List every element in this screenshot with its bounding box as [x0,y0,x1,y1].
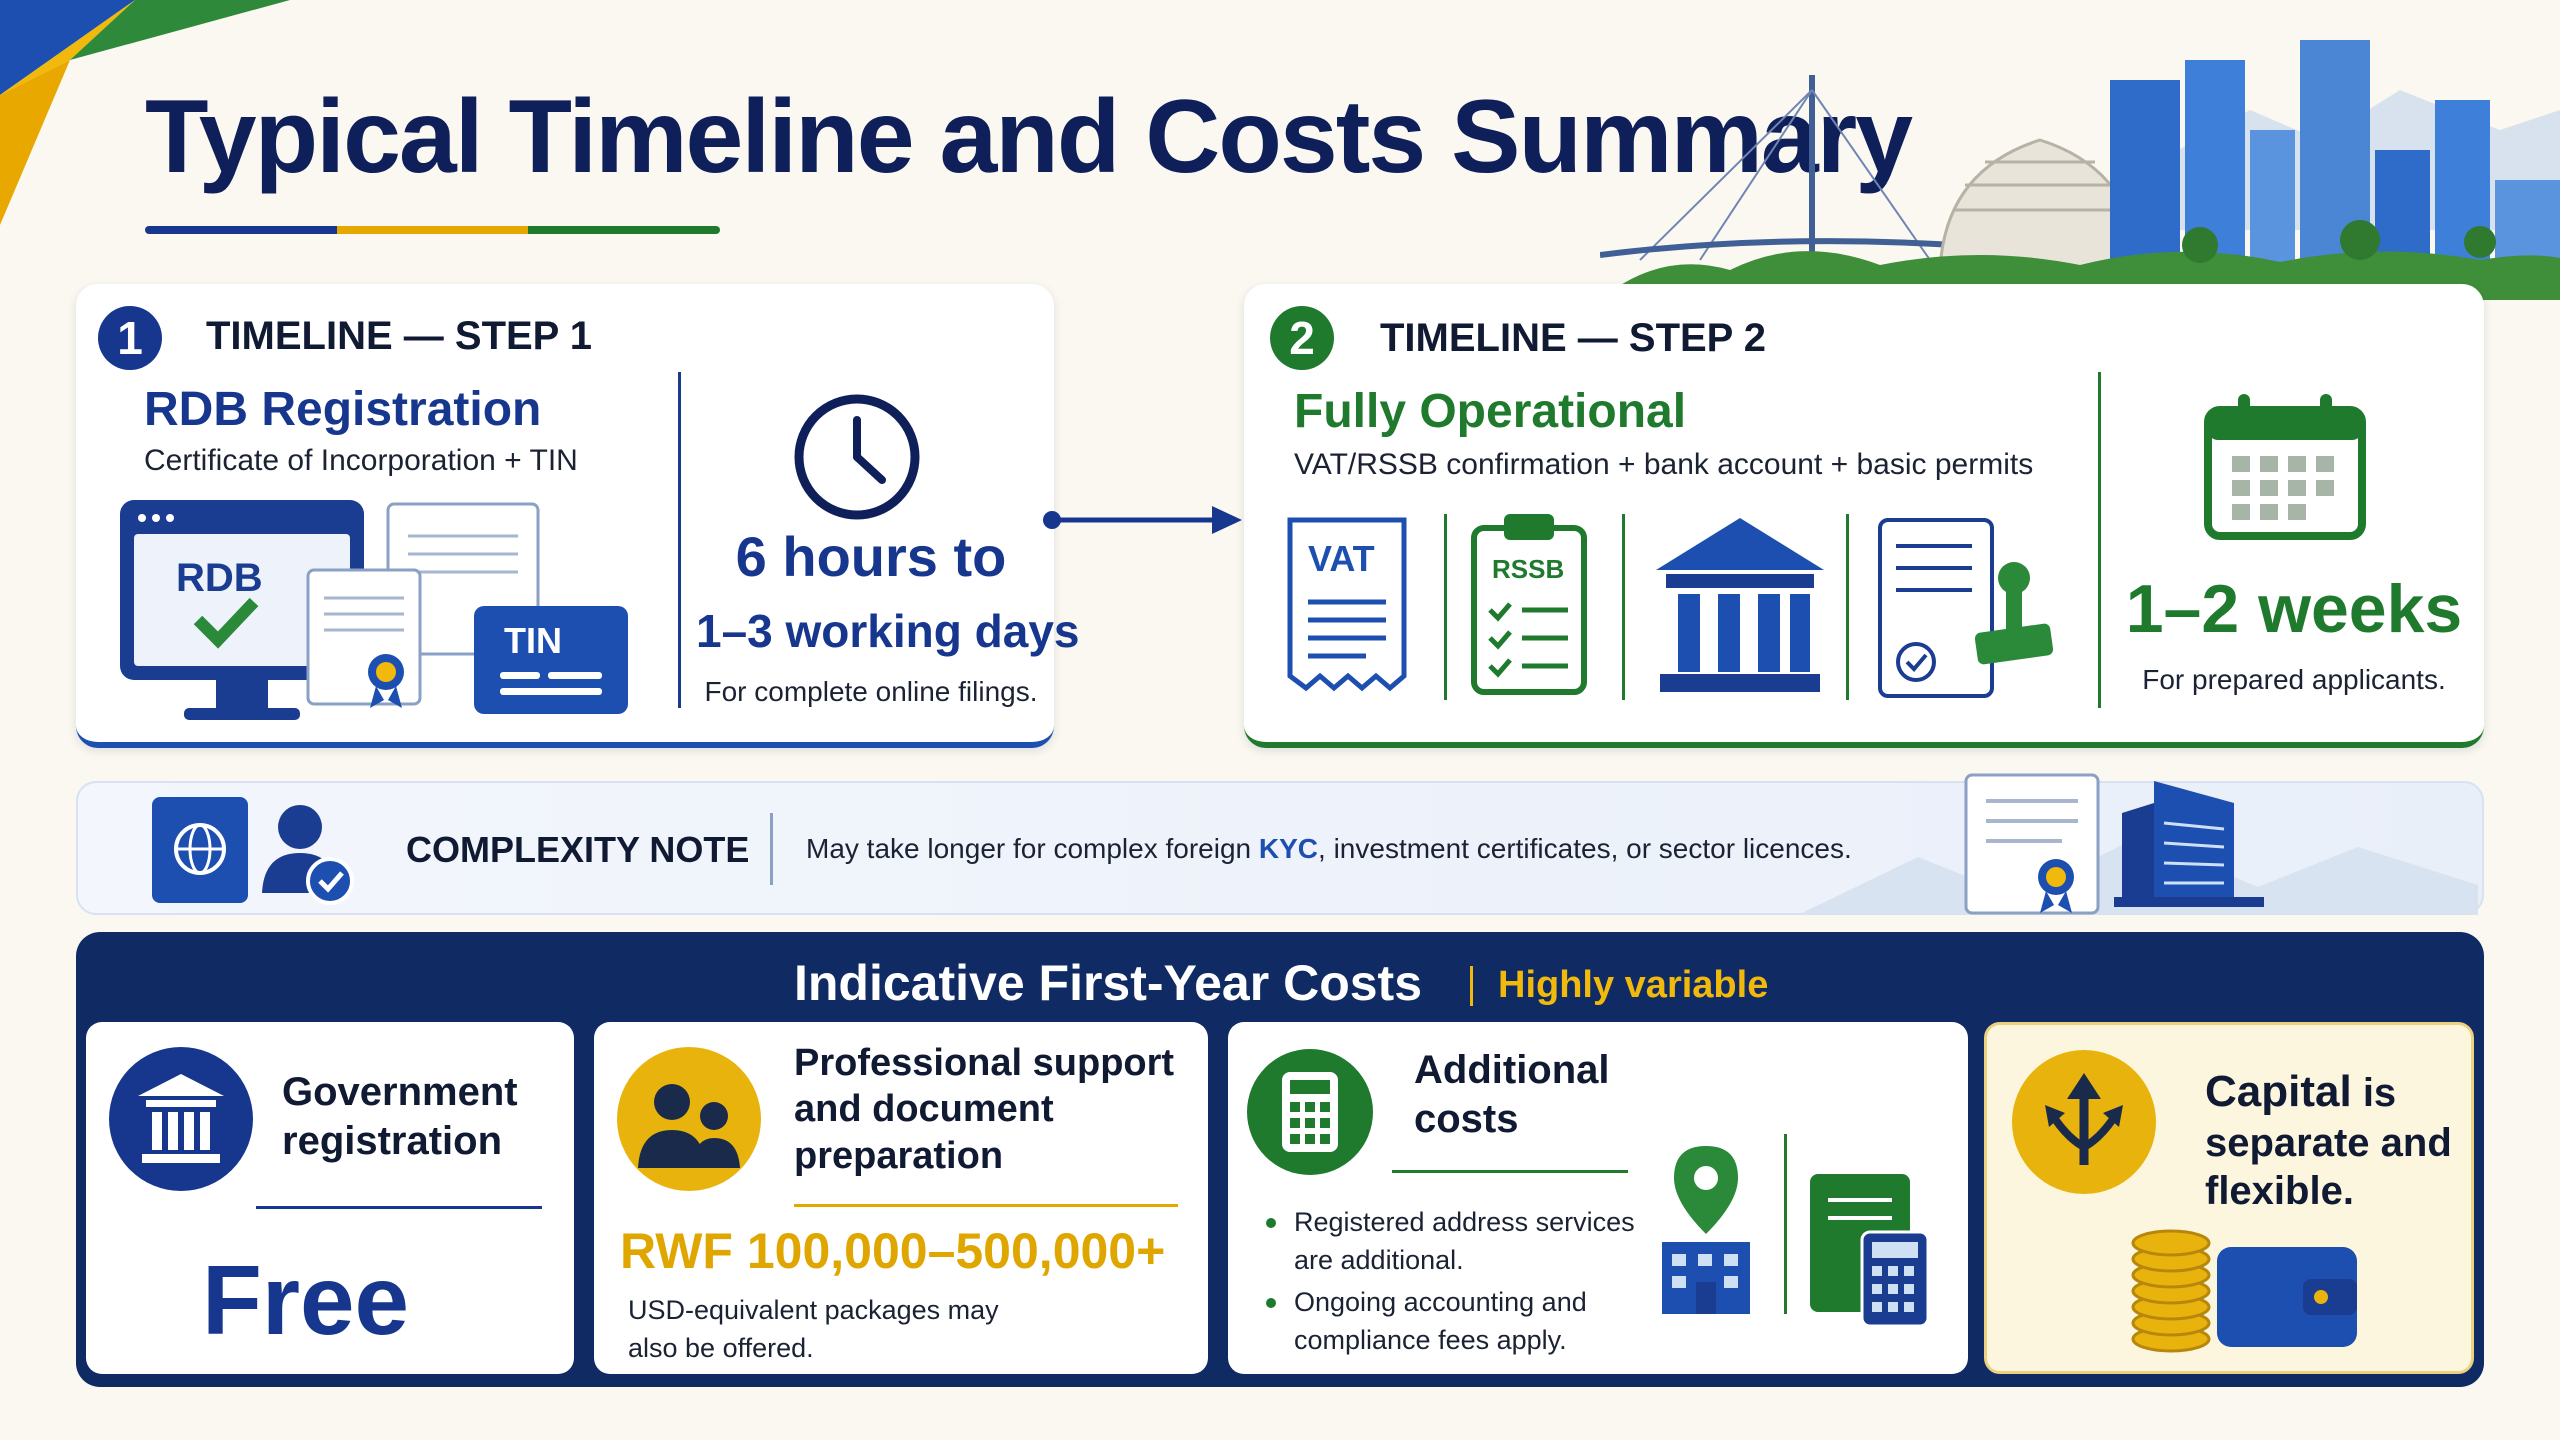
step2-icon-divider-2 [1622,514,1625,700]
calculator-icon [1247,1049,1373,1175]
complexity-divider [770,813,773,885]
calendar-icon [2204,394,2366,540]
step1-duration-line2: 1–3 working days [696,605,1080,657]
additional-costs-card: Additional costs Registered address serv… [1228,1022,1968,1374]
monitor-icon: RDB [118,498,366,738]
government-registration-card: Government registration Free [86,1022,574,1374]
passport-icon [152,797,248,903]
capital-card: Capital is separate and flexible. [1984,1022,2474,1374]
step1-divider [678,372,681,708]
step2-subtitle: VAT/RSSB confirmation + bank account + b… [1294,448,2034,481]
page-title: Typical Timeline and Costs Summary [145,79,1913,195]
additional-bullet-accounting: Ongoing accounting and compliance fees a… [1266,1284,1587,1360]
tin-card-text: TIN [504,620,562,661]
clock-icon [794,394,920,520]
corner-decoration [0,0,290,225]
step2-note: For prepared applicants. [2142,664,2446,695]
professional-heading: Professional support and document prepar… [794,1042,1175,1177]
government-building-icon [109,1047,253,1191]
government-heading: Government registration [282,1070,518,1163]
professional-support-card: Professional support and document prepar… [594,1022,1208,1374]
capital-heading: Capital is separate and flexible. [2205,1067,2452,1214]
permit-stamp-icon [1878,518,2054,698]
step2-icon-divider-1 [1444,514,1447,700]
coins-wallet-icon [2131,1229,2357,1353]
step2-label: TIMELINE — STEP 2 [1380,316,1766,360]
costs-title-divider [1470,966,1473,1006]
complexity-label: COMPLEXITY NOTE [406,829,750,870]
kyc-highlight: KYC [1258,833,1319,864]
kigali-skyline-illustration [1600,40,2560,300]
additional-divider [1392,1170,1628,1173]
professional-note: USD-equivalent packages may also be offe… [628,1295,999,1363]
step1-number-badge: 1 [98,306,162,370]
step2-icon-divider-3 [1846,514,1849,700]
government-cost-value: Free [202,1245,410,1355]
office-building-icon [2114,781,2264,907]
licence-certificate-icon [1964,773,2100,915]
vat-text: VAT [1308,538,1375,579]
rssb-text: RSSB [1492,554,1565,584]
professionals-icon [617,1047,761,1191]
complexity-note-banner: COMPLEXITY NOTE May take longer for comp… [76,773,2484,915]
step1-note: For complete online filings. [704,676,1038,707]
additional-heading: Additional costs [1414,1048,1610,1141]
step2-title: Fully Operational [1294,385,1687,438]
timeline-step2-card: 2 TIMELINE — STEP 2 Fully Operational VA… [1244,284,2484,748]
professional-cost-value: RWF 100,000–500,000+ [620,1223,1166,1279]
government-divider [256,1206,542,1209]
monitor-screen-text: RDB [176,556,263,600]
costs-title: Indicative First-Year Costs [794,955,1423,1011]
tin-card-icon: TIN [474,606,628,714]
professional-divider [794,1204,1178,1207]
step1-label: TIMELINE — STEP 1 [206,314,592,358]
title-underline [145,226,720,234]
additional-icon-divider [1784,1134,1787,1314]
step2-number-badge: 2 [1270,306,1334,370]
costs-variability-note: Highly variable [1498,964,1769,1006]
location-building-icon [1662,1146,1750,1314]
step1-title: RDB Registration [144,383,542,436]
complexity-text: May take longer for complex foreign KYC,… [806,833,1852,864]
step1-duration-line1: 6 hours to [735,525,1007,588]
vat-receipt-icon: VAT [1286,516,1414,696]
first-year-costs-panel: Indicative First-Year Costs Highly varia… [76,932,2484,1387]
flexible-arrows-icon [2012,1050,2156,1194]
bank-icon [1656,518,1824,692]
timeline-step1-card: 1 TIMELINE — STEP 1 RDB Registration Cer… [76,284,1080,748]
step1-subtitle: Certificate of Incorporation + TIN [144,444,578,477]
ledger-calculator-icon [1810,1174,1930,1328]
step-arrow-icon [1043,506,1242,534]
step2-divider [2098,372,2101,708]
rssb-clipboard-icon: RSSB [1470,510,1588,696]
additional-bullet-address: Registered address services are addition… [1266,1204,1635,1280]
verified-user-icon [262,805,354,905]
step2-duration: 1–2 weeks [2125,571,2463,647]
